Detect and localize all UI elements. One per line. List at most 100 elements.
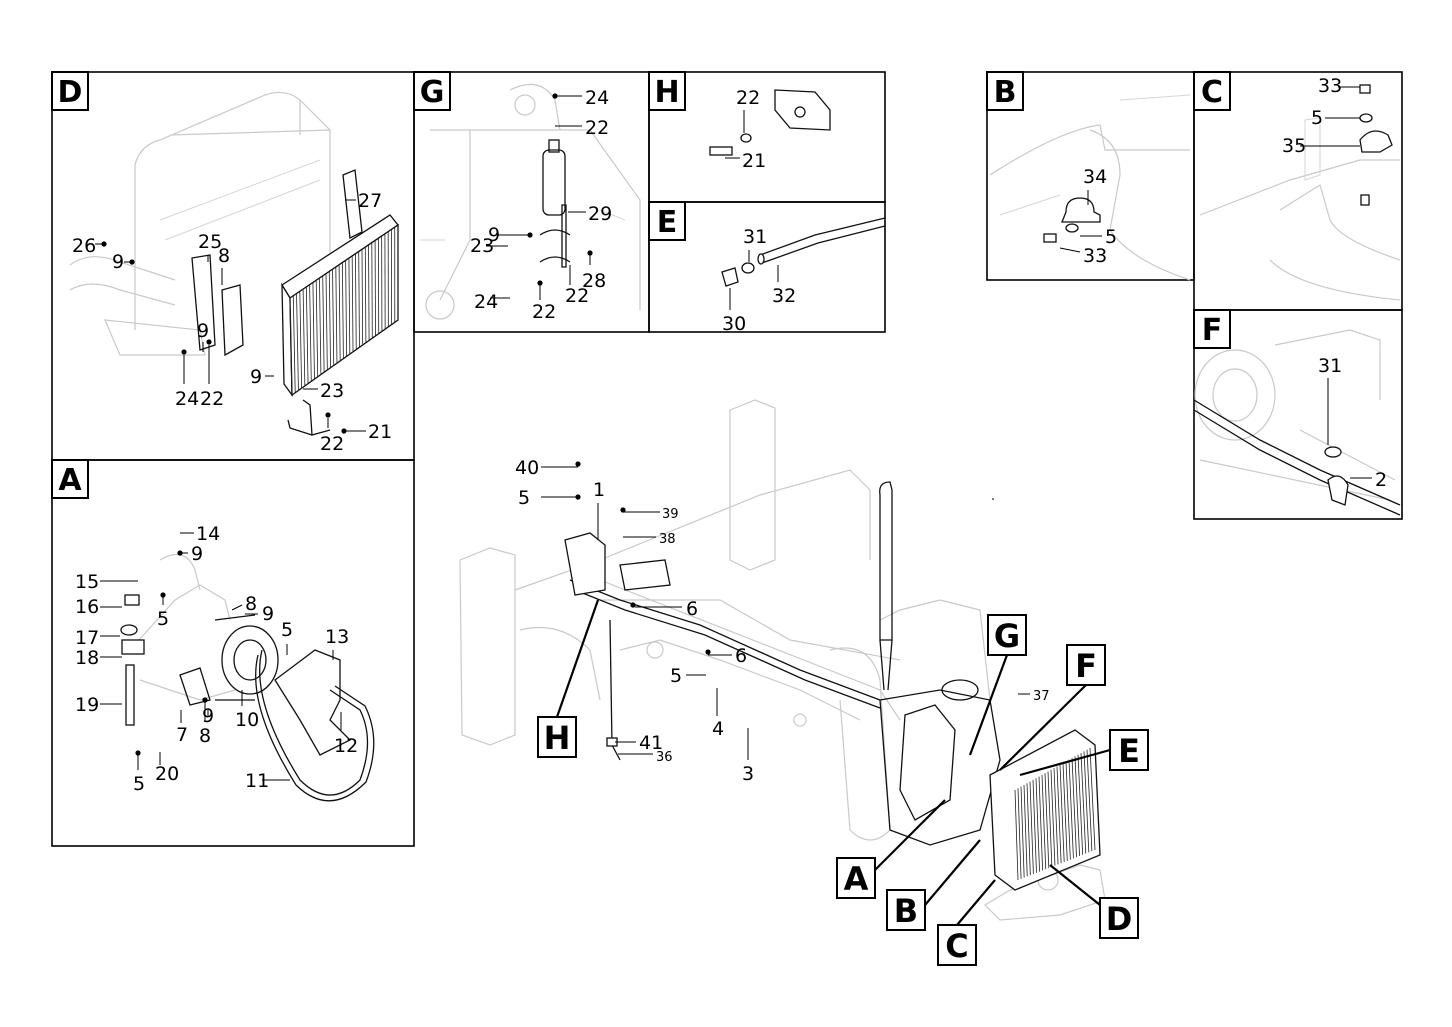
leader-line xyxy=(231,604,243,611)
compressor xyxy=(214,614,279,701)
part-number-label: 5 xyxy=(133,773,145,795)
part-number-label: 9 xyxy=(112,251,124,273)
part-number-label: 14 xyxy=(196,523,220,545)
callout-leader xyxy=(874,799,946,871)
panel-letter: E xyxy=(657,205,678,240)
part-dot xyxy=(177,550,183,556)
panel-d xyxy=(51,71,415,461)
part-number-label: 5 xyxy=(1311,107,1323,129)
callout-letter: E xyxy=(1118,732,1140,770)
part-number-label: 38 xyxy=(659,532,676,547)
part-dot xyxy=(325,412,331,418)
panel-letter: G xyxy=(420,75,445,110)
part-number-label: 29 xyxy=(588,203,612,225)
part-number-label: 27 xyxy=(358,190,382,212)
callout-letter: H xyxy=(544,719,571,757)
part-dot xyxy=(129,259,135,265)
part-number-label: 32 xyxy=(772,285,796,307)
part-number-label: 12 xyxy=(334,735,358,757)
part-number-label: 21 xyxy=(368,421,392,443)
part-number-label: 39 xyxy=(662,507,679,522)
callout-letter: D xyxy=(1106,900,1133,938)
callout-box xyxy=(1066,644,1106,686)
part-number-label: 6 xyxy=(686,598,698,620)
part-number-label: 11 xyxy=(245,770,269,792)
leader-line xyxy=(1059,247,1081,253)
part-number-label: 26 xyxy=(72,235,96,257)
panel-letter-box xyxy=(986,71,1024,111)
part-dot xyxy=(527,232,533,238)
part-number-label: 17 xyxy=(75,627,99,649)
part-number-label: 22 xyxy=(200,388,224,410)
callout-box xyxy=(537,716,577,758)
panel-g xyxy=(413,71,650,333)
part-number-label: 19 xyxy=(75,694,99,716)
callout-letter: G xyxy=(994,617,1020,655)
panel-f xyxy=(1193,309,1403,520)
panel-letter-box xyxy=(648,201,686,241)
callout-box xyxy=(886,889,926,931)
callout-box xyxy=(1109,729,1149,771)
tractor-chassis-view xyxy=(459,399,1106,921)
part-dot xyxy=(341,428,347,434)
part-dot xyxy=(181,349,187,355)
part-number-label: 10 xyxy=(235,709,259,731)
part-number-label: 5 xyxy=(157,608,169,630)
part-dot xyxy=(160,592,166,598)
part-number-label: 13 xyxy=(325,626,349,648)
part-number-label: 24 xyxy=(175,388,199,410)
part-number-label: 5 xyxy=(518,487,530,509)
part-dot xyxy=(206,339,212,345)
panel-letter-box xyxy=(51,71,89,111)
part-dot xyxy=(587,250,593,256)
part-number-label: 34 xyxy=(1083,166,1107,188)
panel-letter: D xyxy=(58,75,83,110)
part-number-label: 23 xyxy=(320,380,344,402)
part-number-label: 8 xyxy=(199,725,211,747)
part-dot xyxy=(552,93,558,99)
part-dot xyxy=(620,507,626,513)
part-number-label: 9 xyxy=(191,543,203,565)
callout-box xyxy=(1099,897,1139,939)
part-number-label: 41 xyxy=(639,732,663,754)
panel-a xyxy=(51,459,415,847)
callout-leader xyxy=(999,684,1087,771)
panel-letter-box xyxy=(413,71,451,111)
part-number-label: 18 xyxy=(75,647,99,669)
part-number-label: 40 xyxy=(515,457,539,479)
part-number-label: 16 xyxy=(75,596,99,618)
part-number-label: 31 xyxy=(1318,355,1342,377)
callout-leader xyxy=(1049,864,1101,906)
callout-box xyxy=(987,614,1027,656)
panel-letter-box xyxy=(1193,71,1231,111)
leader-lines xyxy=(95,86,1372,781)
part-dot xyxy=(575,461,581,467)
callout-letter: C xyxy=(945,927,968,965)
part-dot xyxy=(705,649,711,655)
part-number-label: 7 xyxy=(176,724,188,746)
part-number-label: 30 xyxy=(722,313,746,335)
callout-leader xyxy=(1019,748,1111,777)
part-dot xyxy=(537,280,543,286)
part-number-label: 25 xyxy=(198,231,222,253)
part-number-label: 6 xyxy=(735,645,747,667)
callout-leader xyxy=(555,599,600,718)
part-number-label: 22 xyxy=(736,87,760,109)
callout-leader xyxy=(924,839,981,906)
part-number-label: 31 xyxy=(743,226,767,248)
panel-letter: H xyxy=(654,75,679,110)
callout-box xyxy=(836,857,876,899)
panel-letter: F xyxy=(1202,313,1223,348)
panel-letter: C xyxy=(1201,75,1223,110)
part-number-label: 3 xyxy=(742,763,754,785)
callout-letter: F xyxy=(1075,647,1097,685)
part-number-label: 4 xyxy=(712,718,724,740)
part-dot xyxy=(202,697,208,703)
part-number-label: 22 xyxy=(565,285,589,307)
part-number-label: 35 xyxy=(1282,135,1306,157)
part-number-label: 28 xyxy=(582,270,606,292)
part-number-label: 5 xyxy=(1105,226,1117,248)
part-number-label: 8 xyxy=(245,593,257,615)
